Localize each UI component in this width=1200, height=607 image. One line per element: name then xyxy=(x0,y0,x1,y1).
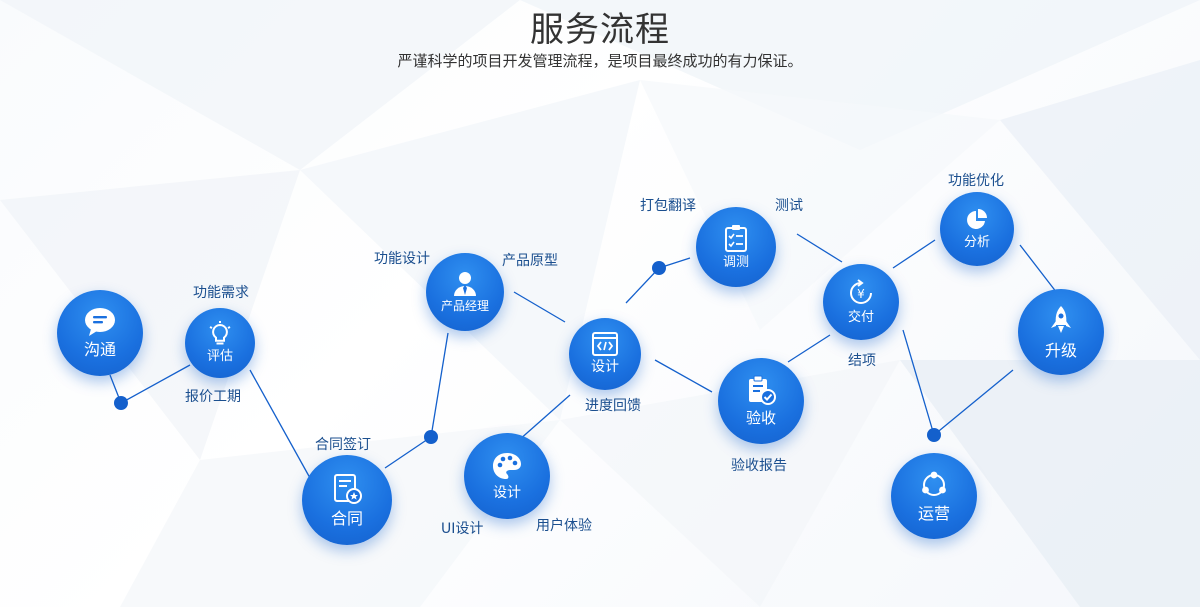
checklist-clipboard-icon xyxy=(725,224,747,252)
node-label: 运营 xyxy=(917,503,950,523)
node-label: 产品经理 xyxy=(440,299,489,314)
node-sheji-ui: 设计 xyxy=(464,433,550,519)
page-title: 服务流程 xyxy=(530,10,670,50)
label-ceshi: 测试 xyxy=(775,198,803,214)
pie-chart-icon xyxy=(967,208,987,229)
clipboard-check-icon xyxy=(749,375,776,406)
node-shengji: 升级 xyxy=(1018,289,1104,375)
palette-icon xyxy=(493,452,521,479)
connector-line xyxy=(625,267,660,304)
connector-line xyxy=(654,359,713,393)
label-gongneng-xuqiu: 功能需求 xyxy=(193,285,249,301)
junction-dot xyxy=(424,430,438,444)
node-jiaofu: ¥ 交付 xyxy=(823,264,899,340)
label-gongneng-youhua: 功能优化 xyxy=(948,173,1004,189)
label-jiexiang: 结项 xyxy=(848,353,876,369)
connector-line xyxy=(120,364,191,404)
node-label: 验收 xyxy=(745,409,776,428)
node-label: 交付 xyxy=(847,309,874,325)
node-label: 沟通 xyxy=(83,340,116,360)
yen-refresh-icon: ¥ xyxy=(850,279,872,304)
node-yanshou: 验收 xyxy=(718,358,804,444)
connector-line xyxy=(384,436,432,469)
node-yunying: 运营 xyxy=(891,453,977,539)
node-goutong: 沟通 xyxy=(57,290,143,376)
label-yonghu-tiyan: 用户体验 xyxy=(536,518,592,534)
connector-line xyxy=(1019,244,1058,294)
lightbulb-icon xyxy=(209,321,231,345)
connector-line xyxy=(787,334,831,363)
label-chanpin-yuanxing: 产品原型 xyxy=(502,253,558,269)
node-hetong: 合同 xyxy=(302,455,392,545)
node-tiaoce: 调测 xyxy=(696,207,776,287)
node-label: 调测 xyxy=(722,254,749,270)
connector-line xyxy=(249,369,311,479)
page-subtitle: 严谨科学的项目开发管理流程，是项目最终成功的有力保证。 xyxy=(397,52,803,70)
node-chanpin-jingli: 产品经理 xyxy=(426,253,504,331)
node-pinggu: 评估 xyxy=(185,308,255,378)
label-jindu-huikui: 进度回馈 xyxy=(585,398,641,414)
connector-line xyxy=(902,329,935,436)
junction-dot xyxy=(114,396,128,410)
connector-line xyxy=(933,369,1014,436)
label-gongneng-sheji: 功能设计 xyxy=(374,251,430,267)
connector-line xyxy=(892,239,936,269)
node-label: 升级 xyxy=(1044,340,1077,360)
chat-bubble-icon xyxy=(85,308,115,337)
connector-line xyxy=(796,233,843,263)
contract-document-icon xyxy=(334,473,362,504)
user-icon xyxy=(454,272,476,297)
cycle-nodes-icon xyxy=(922,471,946,496)
label-yanshou-baogao: 验收报告 xyxy=(731,458,787,474)
node-label: 合同 xyxy=(330,508,363,528)
rocket-icon xyxy=(1051,305,1071,333)
node-label: 设计 xyxy=(493,484,521,501)
label-baojia-gongqi: 报价工期 xyxy=(185,389,241,405)
svg-text:¥: ¥ xyxy=(857,287,865,301)
label-ui-sheji: UI设计 xyxy=(441,521,484,537)
junction-dot xyxy=(927,428,941,442)
connector-line xyxy=(513,291,566,323)
junction-dot xyxy=(652,261,666,275)
label-hetong-qianding: 合同签订 xyxy=(315,437,371,453)
label-dabao-fanyi: 打包翻译 xyxy=(640,198,696,214)
node-sheji-dev: 设计 xyxy=(569,318,641,390)
node-label: 设计 xyxy=(591,359,619,376)
node-fenxi: 分析 xyxy=(940,192,1014,266)
connector-line xyxy=(430,332,449,438)
node-label: 评估 xyxy=(206,349,233,365)
node-label: 分析 xyxy=(963,234,990,250)
code-window-icon xyxy=(592,332,618,357)
